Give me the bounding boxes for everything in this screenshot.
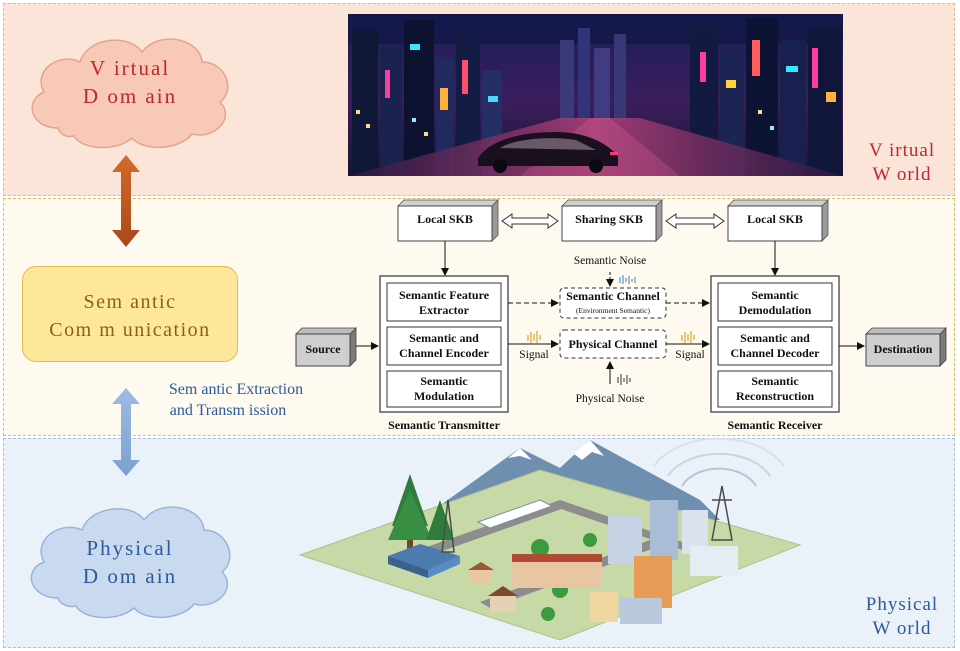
physical-channel: Physical Channel [560, 330, 666, 358]
semantic-communication-line1: Sem antic [22, 290, 238, 314]
channel-decoder-line1: Semantic and [740, 331, 810, 345]
local-skb-left: Local SKB [398, 200, 498, 241]
semantic-extraction-line1: Sem antic Extraction [126, 380, 346, 399]
signal-label-right: Signal [675, 349, 704, 361]
virtual-domain-line2: D om ain [30, 84, 230, 109]
semantic-communication-line2: Com m unication [22, 318, 238, 342]
feature-extractor-line1: Semantic Feature [399, 288, 490, 302]
semantic-extraction-line2: and Transm ission [118, 401, 338, 420]
physical-channel-label: Physical Channel [568, 337, 658, 351]
destination-label: Destination [874, 342, 933, 356]
semantic-transmitter-label: Semantic Transmitter [388, 418, 501, 432]
virtual-world-line1: V irtual [852, 140, 952, 163]
signal-wave-icon-left [528, 331, 540, 343]
semantic-channel-label: Semantic Channel [566, 289, 660, 303]
sharing-skb-label: Sharing SKB [575, 212, 643, 226]
local-skb-left-label: Local SKB [417, 212, 473, 226]
demodulation-line2: Demodulation [739, 303, 812, 317]
semantic-receiver-label: Semantic Receiver [728, 418, 824, 432]
signal-wave-icon-right [682, 331, 694, 343]
demodulation-line1: Semantic [751, 288, 799, 302]
physical-domain-line2: D om ain [30, 564, 230, 589]
local-skb-right-label: Local SKB [747, 212, 803, 226]
semantic-communication-box [22, 266, 238, 362]
virtual-domain-line1: V irtual [30, 56, 230, 81]
physical-world-line2: W orld [852, 618, 952, 641]
reconstruction-line2: Reconstruction [736, 389, 814, 403]
semantic-modulation-line1: Semantic [420, 374, 468, 388]
semantic-noise-wave-icon [620, 275, 635, 284]
channel-encoder-line2: Channel Encoder [399, 346, 489, 360]
signal-label-left: Signal [519, 349, 548, 361]
semantic-channel: Semantic Channel (Environment Semantic) [560, 288, 666, 318]
physical-noise-label: Physical Noise [576, 393, 645, 405]
sharing-skb: Sharing SKB [562, 200, 662, 241]
source-label: Source [305, 342, 341, 356]
physical-world-line1: Physical [852, 594, 952, 617]
semantic-receiver: Semantic Demodulation Semantic and Chann… [711, 276, 839, 412]
feature-extractor-line2: Extractor [419, 303, 470, 317]
semantic-modulation-line2: Modulation [414, 389, 474, 403]
channel-decoder-line2: Channel Decoder [731, 346, 821, 360]
virtual-world-line2: W orld [852, 164, 952, 187]
source-box: Source [296, 328, 356, 366]
physical-noise-wave-icon [618, 374, 630, 385]
reconstruction-line1: Semantic [751, 374, 799, 388]
semantic-channel-sub: (Environment Semantic) [576, 306, 650, 315]
semantic-transmitter: Semantic Feature Extractor Semantic and … [380, 276, 508, 412]
channel-encoder-line1: Semantic and [409, 331, 479, 345]
destination-box: Destination [866, 328, 946, 366]
physical-domain-line1: Physical [30, 536, 230, 561]
semantic-noise-label: Semantic Noise [574, 255, 647, 267]
local-skb-right: Local SKB [728, 200, 828, 241]
